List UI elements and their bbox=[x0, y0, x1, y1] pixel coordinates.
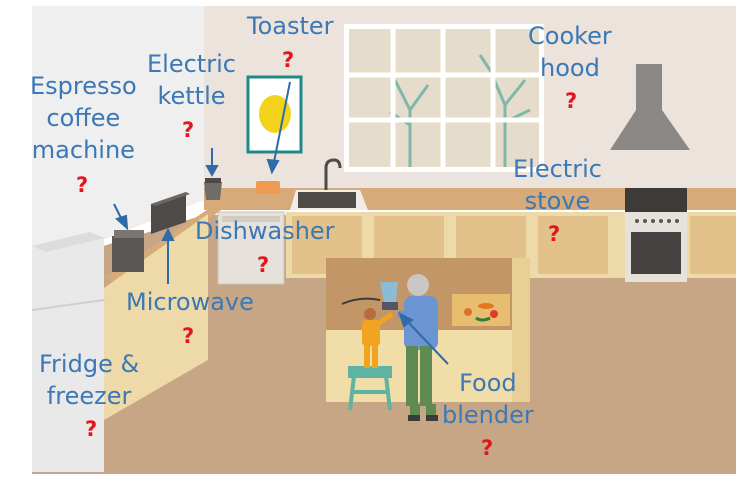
fridge-freezer-question-mark: ? bbox=[85, 418, 97, 440]
electric-kettle-question-mark: ? bbox=[182, 119, 194, 141]
toaster-question-mark: ? bbox=[282, 49, 294, 71]
toaster-label: Toaster bbox=[247, 10, 334, 42]
dishwasher-question-mark: ? bbox=[257, 254, 269, 276]
toaster-icon bbox=[256, 181, 280, 194]
microwave-label: Microwave bbox=[126, 286, 254, 318]
espresso-machine-icon bbox=[112, 230, 144, 272]
cutting-board-icon bbox=[452, 294, 510, 326]
electric-stove-label: Electric stove bbox=[513, 153, 602, 217]
espresso-label: Espresso coffee machine bbox=[30, 70, 137, 166]
espresso-question-mark: ? bbox=[76, 174, 88, 196]
electric-stove-question-mark: ? bbox=[548, 223, 560, 245]
food-blender-question-mark: ? bbox=[481, 437, 493, 459]
sink-icon bbox=[290, 190, 368, 210]
window-icon bbox=[344, 24, 544, 172]
cooker-hood-question-mark: ? bbox=[565, 90, 577, 112]
cooker-hood-label: Cooker hood bbox=[528, 20, 612, 84]
microwave-question-mark: ? bbox=[182, 325, 194, 347]
fridge-freezer-label: Fridge & freezer bbox=[39, 348, 139, 412]
food-blender-label: Food blender bbox=[442, 367, 534, 431]
electric-kettle-label: Electric kettle bbox=[147, 48, 236, 112]
kettle-icon bbox=[204, 178, 222, 200]
stove-icon bbox=[625, 188, 687, 282]
dishwasher-label: Dishwasher bbox=[195, 215, 335, 247]
lemon-painting-icon bbox=[248, 77, 301, 152]
